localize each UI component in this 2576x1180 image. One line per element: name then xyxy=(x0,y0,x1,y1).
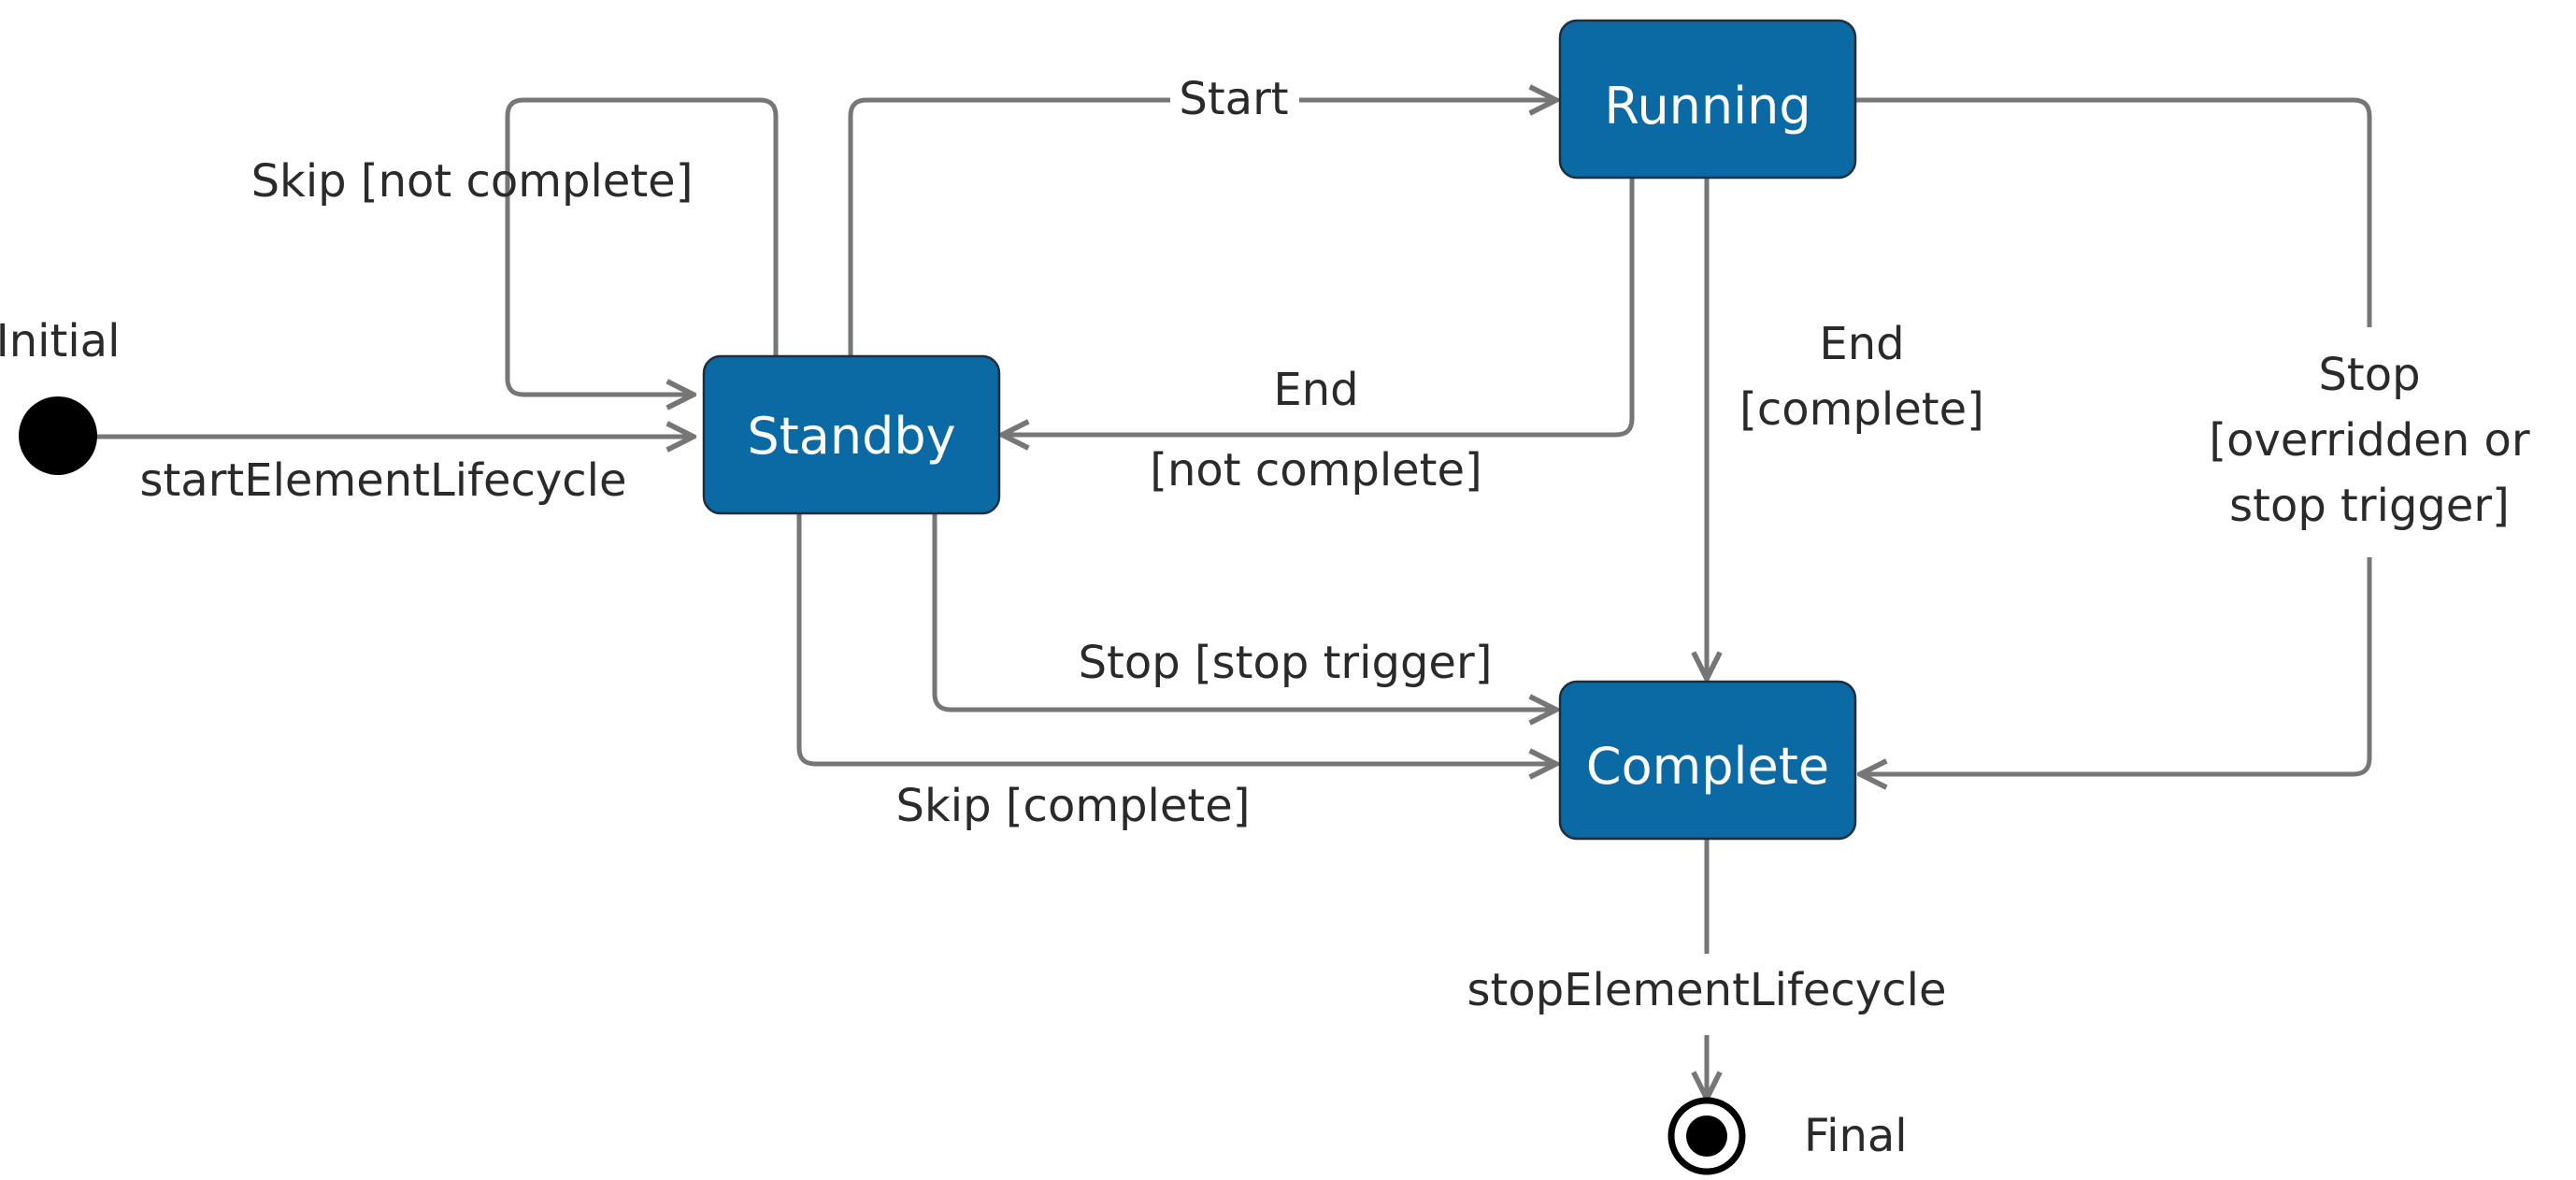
final-label: Final xyxy=(1804,1110,1908,1162)
state-standby: Standby xyxy=(702,354,1001,515)
state-running: Running xyxy=(1558,19,1857,180)
label-end-not-complete-line2: [not complete] xyxy=(1150,444,1482,496)
edge-standby-to-running-start xyxy=(848,97,1170,355)
state-standby-label: Standby xyxy=(747,407,955,466)
edge-running-to-complete-stop-bottom xyxy=(1860,557,2372,774)
state-complete: Complete xyxy=(1558,680,1857,841)
edge-running-to-standby-end xyxy=(1002,178,1635,435)
edge-standby-to-complete-skip xyxy=(796,514,1556,764)
label-stop-overridden-line2: [overridden or xyxy=(2209,414,2530,467)
edge-running-to-complete-stop-top xyxy=(1854,97,2372,327)
label-stop-overridden-line1: Stop xyxy=(2318,349,2420,401)
label-end-complete-line1: End xyxy=(1819,318,1904,370)
label-start: Start xyxy=(1179,73,1288,125)
initial-node xyxy=(19,396,97,475)
edge-standby-skip-not-complete xyxy=(505,97,779,395)
label-stop-overridden-line3: stop trigger] xyxy=(2229,480,2510,532)
label-skip-not-complete: Skip [not complete] xyxy=(251,155,694,208)
state-complete-label: Complete xyxy=(1586,737,1829,796)
label-skip-complete: Skip [complete] xyxy=(896,780,1251,832)
label-stop-stop-trigger: Stop [stop trigger] xyxy=(1079,637,1493,689)
edge-standby-to-complete-stop xyxy=(932,514,1556,710)
initial-label: Initial xyxy=(0,315,120,367)
label-stop-element-lifecycle: stopElementLifecycle xyxy=(1467,964,1947,1016)
label-end-not-complete-line1: End xyxy=(1273,364,1358,416)
final-node-dot xyxy=(1686,1115,1727,1157)
state-running-label: Running xyxy=(1604,77,1810,136)
label-start-element-lifecycle: startElementLifecycle xyxy=(139,454,626,507)
label-end-complete-line2: [complete] xyxy=(1739,383,1984,436)
